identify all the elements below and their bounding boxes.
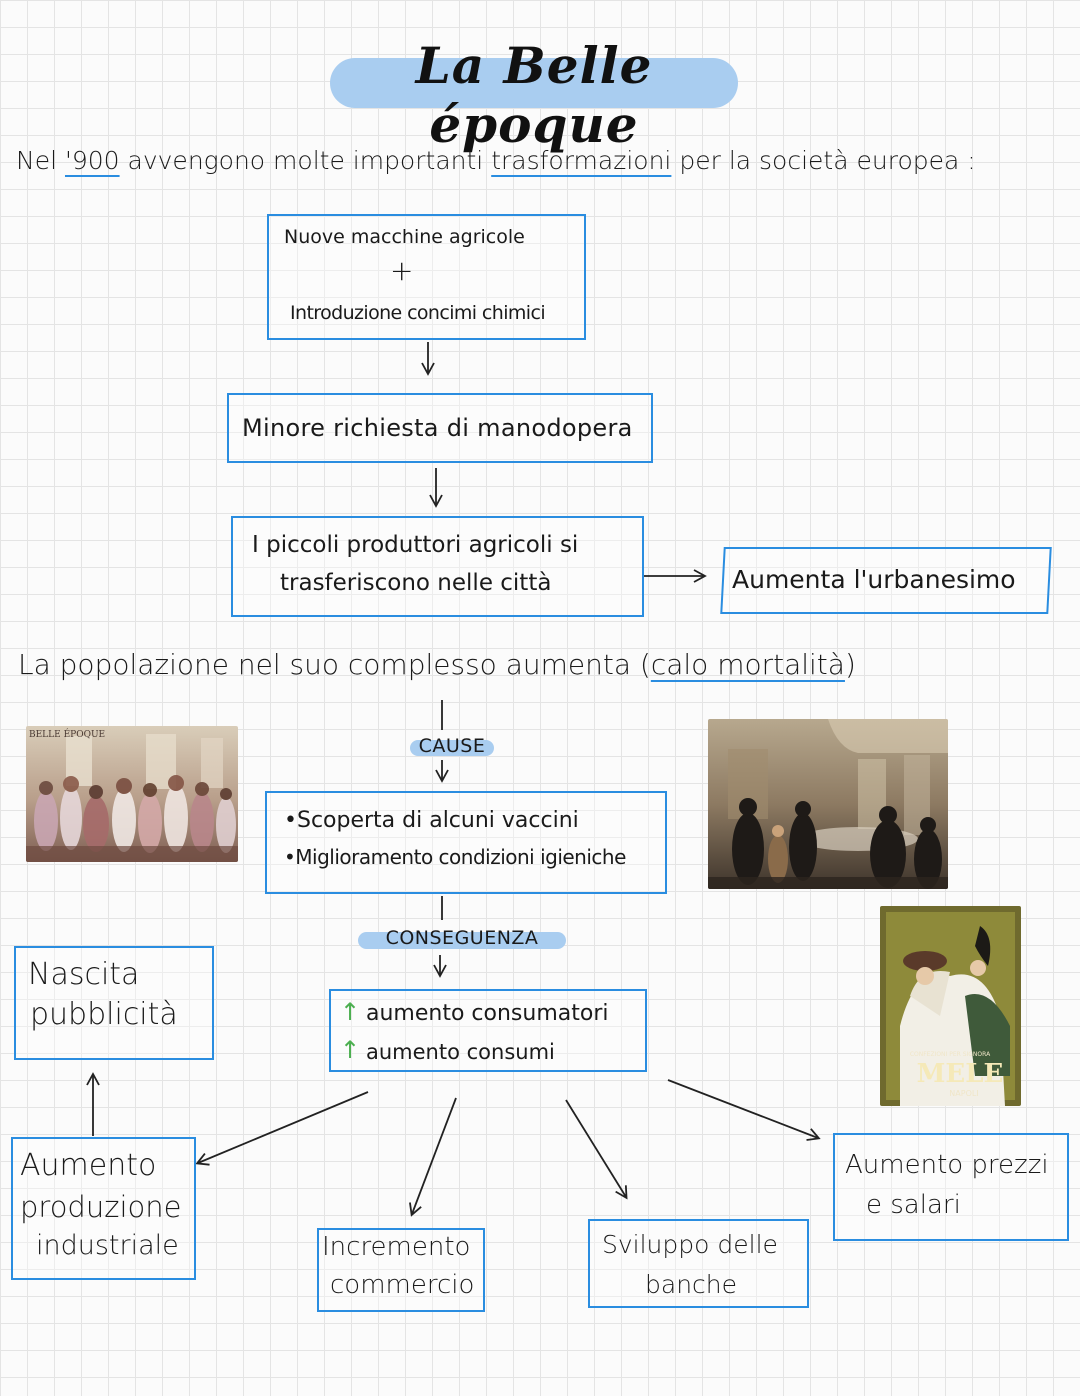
urban-text: Aumenta l'urbanesimo: [732, 565, 1016, 594]
up-arrow-icon: ↑: [340, 998, 361, 1026]
commerce-line2: commercio: [330, 1270, 475, 1300]
mele-poster: CONFEZIONI PER SIGNORA MELE NAPOLI: [880, 906, 1021, 1106]
box-advertising: [14, 946, 214, 1060]
advertising-line2: pubblicità: [30, 997, 178, 1032]
intro-year: '900: [64, 146, 120, 175]
causes-line1: •Scoperta di alcuni vaccini: [284, 808, 579, 833]
consequence-tag-highlight: [358, 932, 566, 949]
prices-line1: Aumento prezzi: [845, 1150, 1049, 1180]
up-arrow-icon: ↑: [340, 1036, 361, 1064]
poster-line1: CONFEZIONI PER SIGNORA: [910, 1051, 991, 1058]
production-line2: produzione: [20, 1190, 182, 1224]
cause-tag: CAUSE: [418, 735, 486, 757]
population-keyword: calo mortalità: [650, 648, 845, 681]
box-commerce: [317, 1228, 485, 1312]
consumers-line2: aumento consumi: [366, 1040, 555, 1064]
box-labor: [227, 393, 653, 463]
title-highlight: [330, 58, 738, 108]
page-title: La Belle époque: [415, 36, 653, 154]
machines-line2: Introduzione concimi chimici: [290, 302, 546, 324]
poster-brand: MELE: [917, 1059, 1004, 1089]
box-consumers: [329, 989, 647, 1072]
population-paren-close: ): [844, 648, 856, 681]
cause-tag-highlight: [410, 740, 494, 756]
machines-line1: Nuove macchine agricole: [284, 226, 525, 248]
consequence-tag: CONSEGUENZA: [385, 927, 539, 949]
box-production: [11, 1137, 196, 1280]
box-machines: [267, 214, 586, 340]
belle-epoque-painting-cafe: [708, 719, 948, 889]
population-paren-open: (: [639, 648, 651, 681]
arrow-to-production: [195, 1091, 369, 1166]
population-text: La popolazione nel suo complesso aumenta: [18, 648, 640, 681]
production-line3: industriale: [36, 1230, 179, 1261]
banks-line1: Sviluppo delle: [602, 1230, 778, 1259]
production-line1: Aumento: [20, 1148, 157, 1183]
population-sentence: La popolazione nel suo complesso aumenta…: [18, 648, 856, 681]
labor-text: Minore richiesta di manodopera: [242, 414, 633, 442]
advertising-line1: Nascita: [28, 957, 140, 992]
intro-keyword: trasformazioni: [491, 146, 672, 175]
intro-text-after: per la società europea :: [671, 146, 976, 175]
intro-text-mid: avvengono molte importanti: [119, 146, 492, 175]
machines-plus: +: [390, 254, 414, 287]
painting1-caption: BELLE ÉPOQUE: [29, 728, 105, 740]
poster-city: NAPOLI: [949, 1089, 978, 1098]
box-prices: [833, 1133, 1069, 1241]
causes-line2: •Miglioramento condizioni igieniche: [284, 845, 626, 869]
intro-sentence: Nel '900 avvengono molte importanti tras…: [16, 146, 976, 175]
farmers-line2: trasferiscono nelle città: [280, 570, 552, 596]
arrow-to-banks: [565, 1099, 628, 1200]
box-farmers: [231, 516, 644, 617]
banks-line2: banche: [645, 1270, 738, 1299]
box-banks: [588, 1219, 809, 1308]
belle-epoque-painting-salon: BELLE ÉPOQUE: [26, 726, 238, 862]
commerce-line1: Incremento: [322, 1232, 471, 1262]
prices-line2: e salari: [866, 1190, 961, 1220]
arrow-to-prices: [667, 1079, 821, 1141]
farmers-line1: I piccoli produttori agricoli si: [252, 532, 579, 558]
consumers-line1: aumento consumatori: [366, 1001, 609, 1026]
box-causes: [265, 791, 667, 894]
intro-text-before: Nel: [16, 146, 65, 175]
arrow-to-commerce: [409, 1097, 457, 1217]
